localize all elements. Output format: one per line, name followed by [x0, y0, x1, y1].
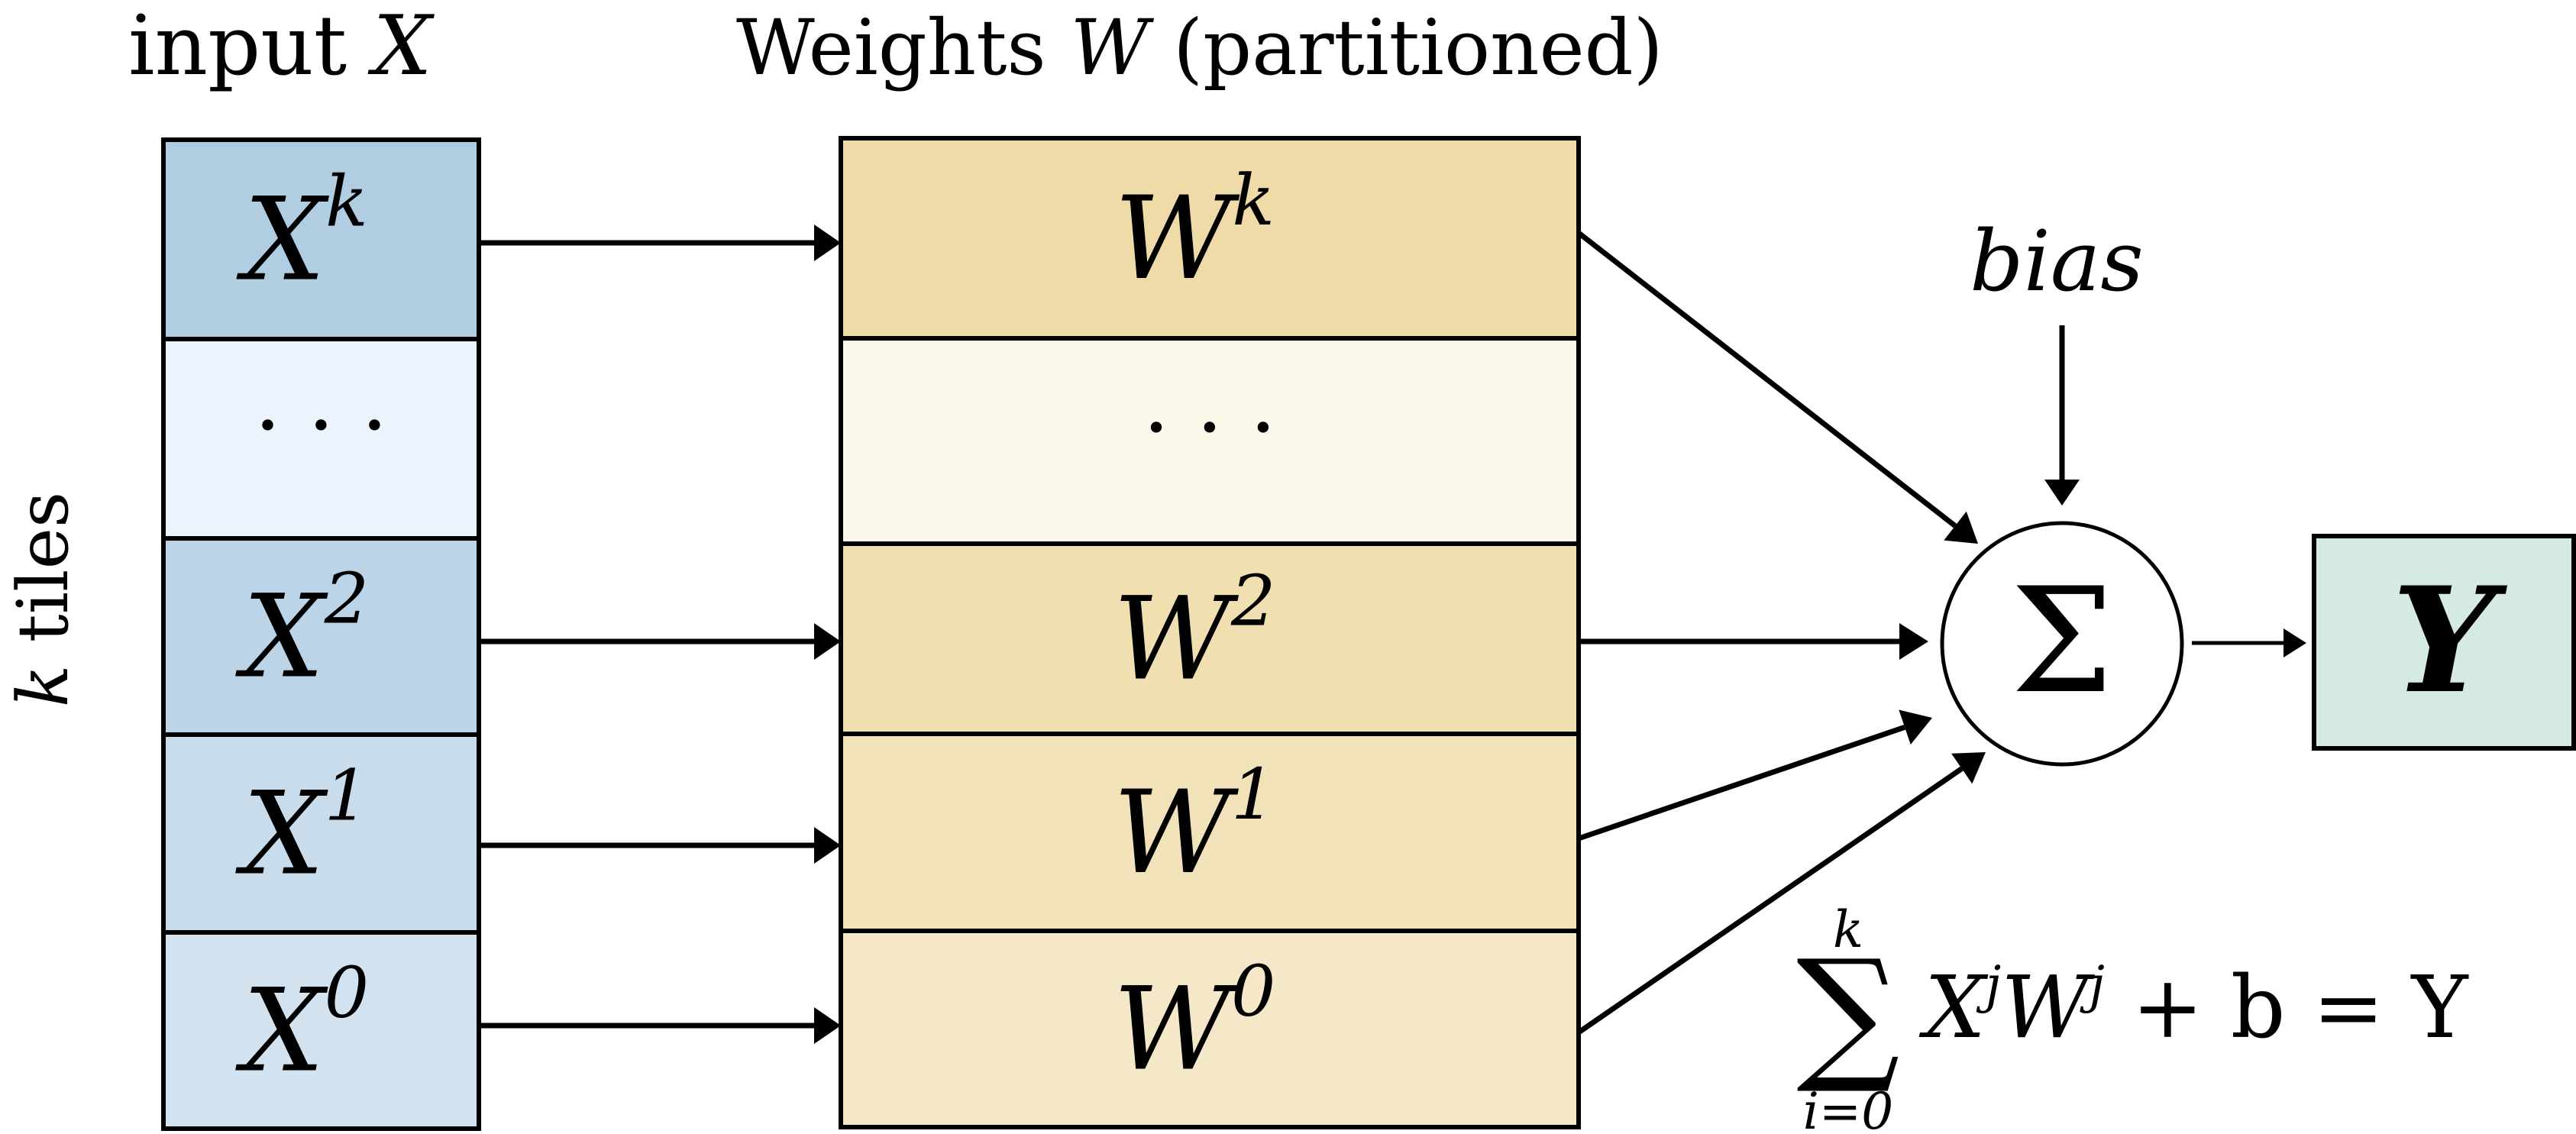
- formula-upper-limit: k: [1833, 900, 1863, 959]
- weight-to-sum-arrows: [1576, 231, 1986, 1035]
- arrow: [1576, 231, 1978, 544]
- weight-tile: · · ·: [839, 336, 1581, 546]
- weight-tile-label: W1: [1113, 754, 1276, 900]
- arrow: [479, 1007, 841, 1044]
- arrow: [479, 225, 841, 261]
- sum-node: Σ: [1940, 521, 2184, 767]
- bias-label: bias: [1970, 212, 2144, 310]
- input-title: input X: [128, 0, 435, 94]
- sum-to-output-arrow: [2192, 628, 2306, 657]
- sigma-icon: Σ: [2011, 557, 2113, 725]
- input-tile-label: X0: [235, 952, 369, 1098]
- input-tile-label: X1: [235, 755, 369, 901]
- weight-tile: Wk: [839, 136, 1581, 341]
- weight-tile-label: Wk: [1114, 160, 1275, 305]
- ellipsis: · · ·: [1143, 379, 1277, 477]
- input-to-weight-arrows: [479, 225, 841, 1044]
- input-tile: X1: [161, 732, 481, 935]
- arrow: [479, 827, 841, 864]
- ellipsis: · · ·: [254, 376, 388, 474]
- arrow: [479, 623, 841, 660]
- weight-tile: W2: [839, 541, 1581, 736]
- formula-sum-symbol: ∑: [1796, 929, 1900, 1097]
- input-tile: X0: [161, 930, 481, 1131]
- bias-arrow: [2044, 325, 2080, 506]
- output-symbol: Y: [2392, 555, 2507, 725]
- input-tile: X2: [161, 536, 481, 737]
- input-tile: Xk: [161, 137, 481, 341]
- weight-tile: W1: [839, 732, 1581, 933]
- input-tile-label: Xk: [236, 161, 368, 307]
- formula-body: XjWj + b = Y: [1918, 955, 2469, 1058]
- arrow: [1577, 709, 1932, 842]
- weights-title: Weights W (partitioned): [736, 3, 1663, 92]
- weight-tile: W0: [839, 929, 1581, 1129]
- formula-lower-limit: i=0: [1803, 1082, 1893, 1134]
- k-tiles-label: k tiles: [2, 492, 84, 707]
- arrow: [1577, 752, 1986, 1035]
- sum-formula: k ∑ i=0 XjWj + b = Y: [1796, 900, 2468, 1134]
- weight-tile-label: W0: [1113, 951, 1276, 1097]
- weight-tile-label: W2: [1113, 561, 1276, 706]
- input-tile-label: X2: [235, 558, 369, 704]
- arrow: [1579, 623, 1928, 660]
- input-tile: · · ·: [161, 337, 481, 541]
- output-box: Y: [2312, 534, 2576, 751]
